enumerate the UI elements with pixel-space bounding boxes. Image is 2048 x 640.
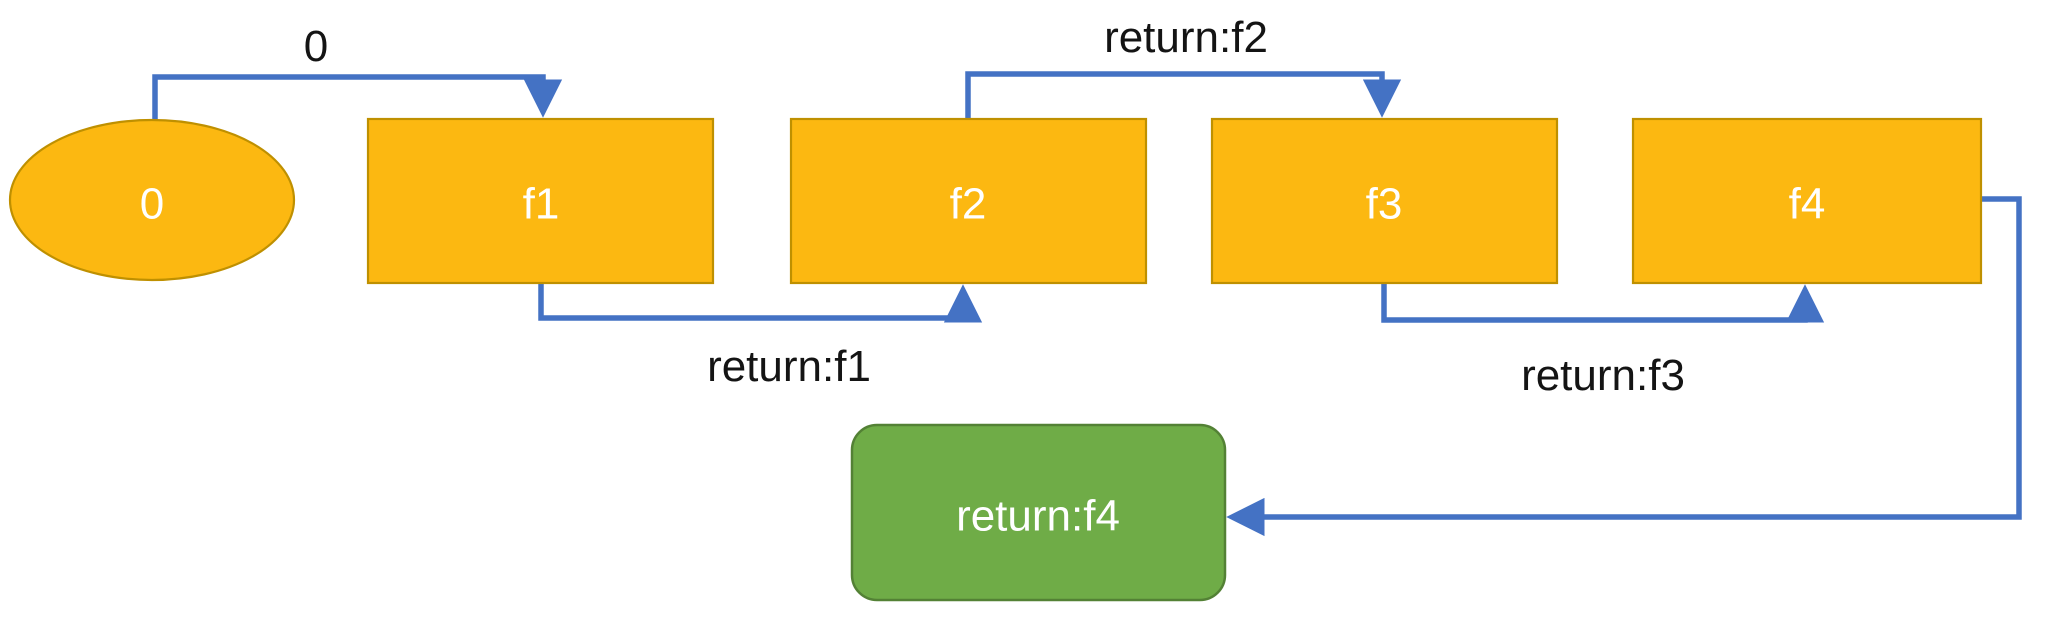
f3-rect [1210, 117, 1559, 285]
edge-return-f4-arrow [1226, 196, 2022, 537]
edge-label-call-0: 0 [304, 22, 328, 71]
f2-node-label: f2 [950, 179, 987, 228]
f3-node-label: f3 [1366, 179, 1403, 228]
edge-label-return-f1: return:f1 [707, 342, 871, 391]
f2-rect [789, 117, 1148, 285]
edge-group [152, 71, 2022, 537]
start-node-label: 0 [140, 179, 164, 228]
node-f4: f4 [1631, 117, 1983, 285]
return-f4-node-label: return:f4 [956, 491, 1120, 540]
node-start: 0 [8, 118, 296, 282]
f4-node-label: f4 [1789, 179, 1826, 228]
return-f4-rect [850, 423, 1227, 602]
edge-return-f1-arrow [538, 284, 983, 323]
edge-label-return-f3: return:f3 [1521, 351, 1685, 400]
node-f1: f1 [366, 117, 715, 285]
edge-label-return-f2: return:f2 [1104, 13, 1268, 62]
edge-return-f3-arrow [1381, 284, 1825, 323]
node-return-f4: return:f4 [850, 423, 1227, 602]
edge-call-0-arrow [152, 74, 563, 121]
start-ellipse [8, 118, 296, 282]
f1-node-label: f1 [523, 179, 560, 228]
node-f3: f3 [1210, 117, 1559, 285]
f1-rect [366, 117, 715, 285]
edge-label-group: 0 return:f1 return:f2 return:f3 [304, 13, 1685, 400]
node-f2: f2 [789, 117, 1148, 285]
f4-rect [1631, 117, 1983, 285]
edge-return-f2-arrow [965, 71, 1402, 120]
